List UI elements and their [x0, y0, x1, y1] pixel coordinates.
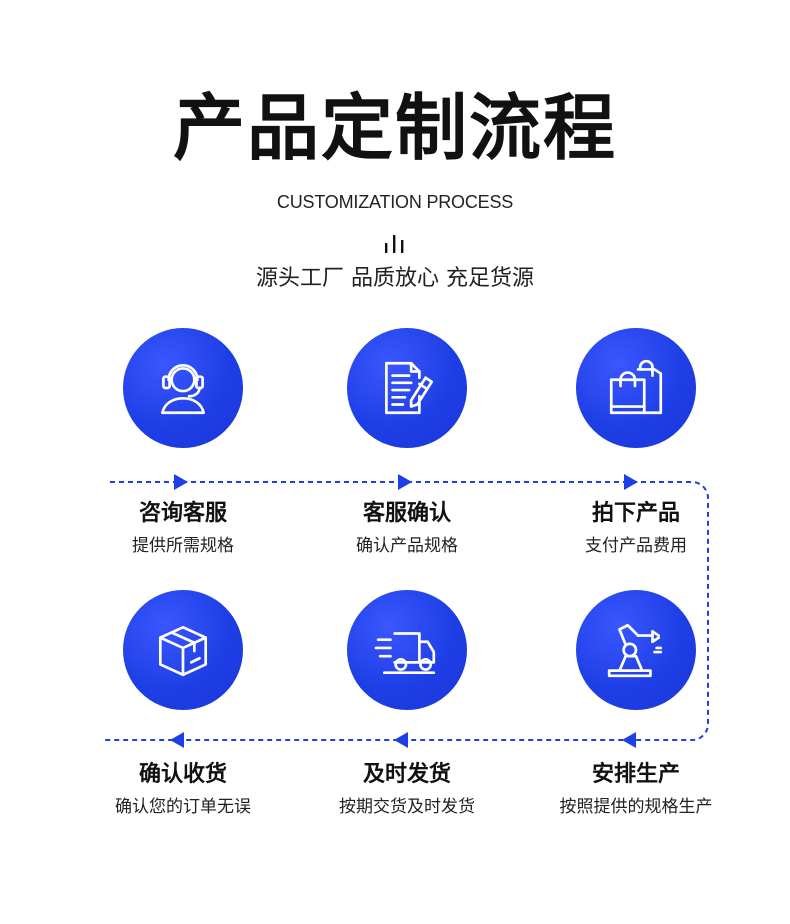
flow-arrow-left [622, 732, 636, 748]
bars-divider-icon [385, 235, 404, 253]
step-desc: 提供所需规格 [132, 536, 234, 556]
flow-arrow-left [394, 732, 408, 748]
step-order-circle [576, 328, 696, 448]
step-title: 及时发货 [362, 762, 451, 787]
step-title: 咨询客服 [138, 501, 227, 526]
flow-arrow-right [174, 474, 188, 490]
step-title: 安排生产 [591, 762, 680, 787]
flow-arrow-left [170, 732, 184, 748]
robot-arm-icon [607, 623, 663, 678]
delivery-truck-icon [374, 632, 436, 675]
step-desc: 支付产品费用 [585, 536, 687, 556]
step-desc: 确认您的订单无误 [115, 797, 251, 817]
step-confirm-circle [347, 328, 467, 448]
step-title: 拍下产品 [591, 501, 680, 526]
step-consult-circle [123, 328, 243, 448]
flow-arrow-right [398, 474, 412, 490]
step-desc: 确认产品规格 [356, 536, 458, 556]
step-desc: 按期交货及时发货 [339, 797, 475, 817]
step-title: 客服确认 [362, 501, 451, 526]
package-box-icon [158, 625, 208, 677]
step-produce-circle [576, 590, 696, 710]
flow-arrow-right [624, 474, 638, 490]
step-title: 确认收货 [138, 762, 227, 787]
shopping-bags-icon [609, 359, 663, 415]
step-receive-circle [123, 590, 243, 710]
document-pen-icon [385, 361, 434, 415]
page-title: 产品定制流程 [172, 86, 617, 170]
page-subtitle: CUSTOMIZATION PROCESS [276, 192, 514, 212]
customer-service-headset-icon [161, 364, 205, 415]
step-desc: 按照提供的规格生产 [559, 797, 713, 817]
tagline: 源头工厂 品质放心 充足货源 [256, 266, 534, 291]
step-ship-circle [347, 590, 467, 710]
